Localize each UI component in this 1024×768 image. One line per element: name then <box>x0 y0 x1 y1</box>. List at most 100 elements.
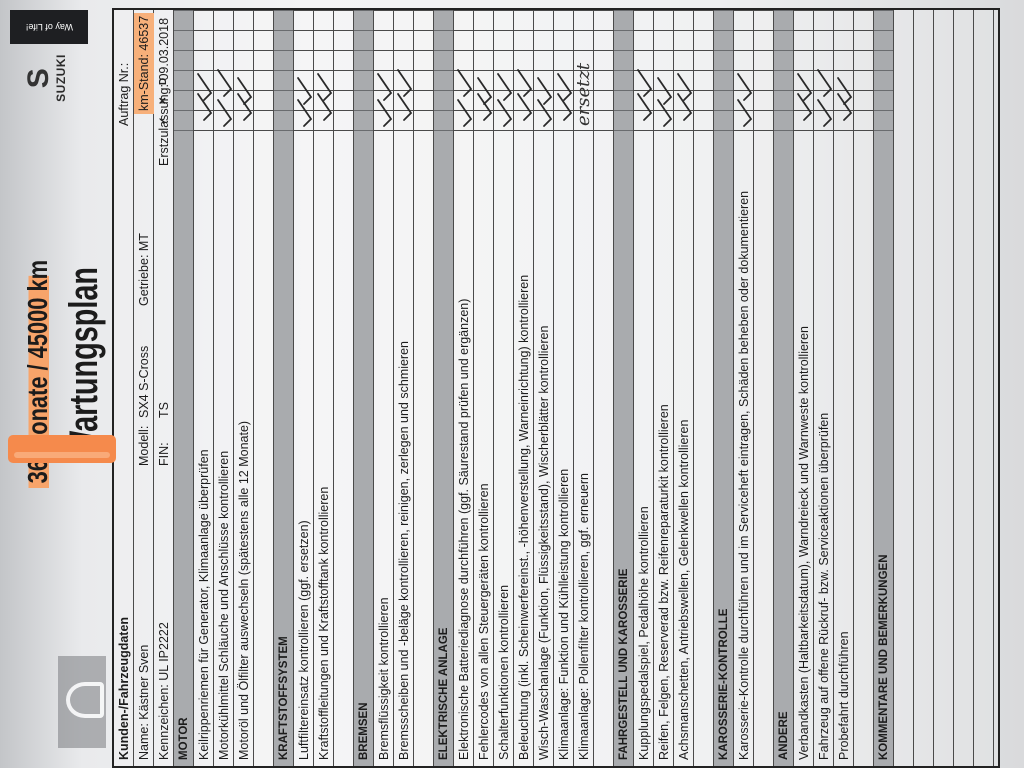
comment-line <box>914 10 934 766</box>
checkmark-icon <box>516 68 540 98</box>
checkmark-icon <box>736 72 760 102</box>
checkmark-icon <box>316 92 340 122</box>
checkmark-icon <box>476 92 500 122</box>
checkmark-icon <box>816 68 840 98</box>
license-plate: Kennzeichen: UL IP2222 <box>157 622 171 760</box>
checkmark-icon <box>656 76 680 106</box>
check-cells <box>714 10 733 131</box>
checklist-item: Achsmanschetten, Antriebswellen, Gelenkw… <box>674 10 694 766</box>
checklist-item: Motoröl und Ölfilter auswechseln (spätes… <box>234 10 254 766</box>
item-label: Klimaanlage: Funktion und Kühlleistung k… <box>557 468 571 760</box>
section-title: KRAFTSTOFFSYSTEM <box>278 636 290 760</box>
item-label: Bremsscheiben und -beläge kontrollieren,… <box>397 341 411 760</box>
checkmark-icon <box>796 92 820 122</box>
checkmark-icon <box>636 92 660 122</box>
check-cells <box>874 10 893 131</box>
checklist-item: Beleuchtung (inkl. Scheinwerfereinst., -… <box>514 10 534 766</box>
brand-tagline: Way of Life! <box>10 10 88 44</box>
check-cells <box>694 10 713 131</box>
section-title: ELEKTRISCHE ANLAGE <box>438 627 450 760</box>
checkmark-icon <box>316 72 340 102</box>
checkmark-icon <box>676 92 700 122</box>
checkmark-icon <box>296 98 320 128</box>
checklist-item: Fehlercodes von allen Steuergeräten kont… <box>474 10 494 766</box>
check-cells <box>594 10 613 131</box>
item-label: Fahrzeug auf offene Rückruf- bzw. Servic… <box>817 412 831 760</box>
checkmark-icon <box>556 72 580 102</box>
comment-line <box>954 10 974 766</box>
checklist-item: Elektronische Batteriediagnose durchführ… <box>454 10 474 766</box>
section-header: FAHRGESTELL UND KAROSSERIE <box>614 10 634 766</box>
item-label: Verbandkasten (Haltbarkeitsdatum), Warnd… <box>797 326 811 760</box>
comment-lines <box>894 10 994 766</box>
brand-name: SUZUKI <box>54 54 68 102</box>
checkmark-icon <box>236 76 260 106</box>
item-label: Elektronische Batteriediagnose durchführ… <box>457 298 471 760</box>
checkmark-icon <box>496 98 520 128</box>
plan-title: Wartungsplan <box>62 267 106 458</box>
item-label: Achsmanschetten, Antriebswellen, Gelenkw… <box>677 419 691 760</box>
section-header: MOTOR <box>174 10 194 766</box>
checkmark-icon <box>516 92 540 122</box>
section-title: MOTOR <box>178 717 190 760</box>
item-label: Beleuchtung (inkl. Scheinwerfereinst., -… <box>517 274 531 760</box>
check-cells <box>174 10 193 131</box>
checkmark-icon <box>536 98 560 128</box>
checklist-item: Schalterfunktionen kontrollieren <box>494 10 514 766</box>
comment-line <box>894 10 914 766</box>
suzuki-logo-icon: S SUZUKI <box>22 54 68 102</box>
blank-row <box>754 10 774 766</box>
check-cells <box>414 10 433 131</box>
item-label: Motoröl und Ölfilter auswechseln (spätes… <box>237 420 251 760</box>
handwritten-note: ersetzt <box>573 62 594 126</box>
checkmark-icon <box>196 72 220 102</box>
checkmark-icon <box>216 98 240 128</box>
section-header: ELEKTRISCHE ANLAGE <box>434 10 454 766</box>
maintenance-plan-sheet: 36 Monate / 45000 km Wartungsplan S SUZU… <box>0 8 1000 768</box>
brand-logo: S SUZUKI Way of Life! <box>10 8 88 108</box>
gearbox-label: Getriebe: MT <box>137 233 151 306</box>
customer-name: Name: Kästner Sven <box>137 644 151 760</box>
item-label: Kraftstoffleitungen und Kraftstofftank k… <box>317 486 331 760</box>
section-title: FAHRGESTELL UND KAROSSERIE <box>618 568 630 760</box>
check-cells <box>754 10 773 131</box>
section-header: BREMSEN <box>354 10 374 766</box>
model-label: Modell: <box>137 425 151 466</box>
section-title: KOMMENTARE UND BEMERKUNGEN <box>878 554 890 760</box>
checkmark-icon <box>836 76 860 106</box>
checklist-item: Fahrzeug auf offene Rückruf- bzw. Servic… <box>814 10 834 766</box>
check-cells <box>274 10 293 131</box>
checkmark-icon <box>656 98 680 128</box>
checkmark-icon <box>456 98 480 128</box>
sheet-header: 36 Monate / 45000 km Wartungsplan S SUZU… <box>0 8 112 768</box>
checklist-item: Kraftstoffleitungen und Kraftstofftank k… <box>314 10 334 766</box>
section-header: ANDERE <box>774 10 794 766</box>
checkmark-icon <box>676 72 700 102</box>
comment-line <box>974 10 994 766</box>
checkmark-icon <box>296 76 320 106</box>
item-label: Bremsflüssigkeit kontrollieren <box>377 597 391 760</box>
section-header: KAROSSERIE-KONTROLLE <box>714 10 734 766</box>
checklist-item: Klimaanlage: Pollenfilter kontrollieren,… <box>573 10 594 766</box>
ok-column-icon: ✓ <box>158 116 169 125</box>
item-label: Wisch-Waschanlage (Funktion, Flüssigkeit… <box>537 325 551 760</box>
checklist-item: Probefahrt durchführen <box>834 10 854 766</box>
item-label: Karosserie-Kontrolle durchführen und im … <box>737 190 751 760</box>
item-label: Motorkühlmittel Schläuche und Anschlüsse… <box>217 450 231 760</box>
checkmark-icon <box>196 92 220 122</box>
customer-section-label: Kunden-/Fahrzeugdaten <box>117 616 131 760</box>
item-label: Klimaanlage: Pollenfilter kontrollieren,… <box>577 473 591 760</box>
vin-label: FIN: <box>157 442 171 466</box>
checklist-item: Karosserie-Kontrolle durchführen und im … <box>734 10 754 766</box>
checklist-item: Reifen, Felgen, Reserverad bzw. Reifenre… <box>654 10 674 766</box>
item-label: Fehlercodes von allen Steuergeräten kont… <box>477 483 491 760</box>
section-header: KOMMENTARE UND BEMERKUNGEN <box>874 10 894 766</box>
checkmark-icon <box>396 92 420 122</box>
blank-row <box>694 10 714 766</box>
checkmark-icon <box>376 72 400 102</box>
blank-row <box>414 10 434 766</box>
checklist-item: Kupplungspedalspiel, Pedalhöhe kontrolli… <box>634 10 654 766</box>
check-cells <box>334 10 353 131</box>
checkmark-icon <box>396 68 420 98</box>
